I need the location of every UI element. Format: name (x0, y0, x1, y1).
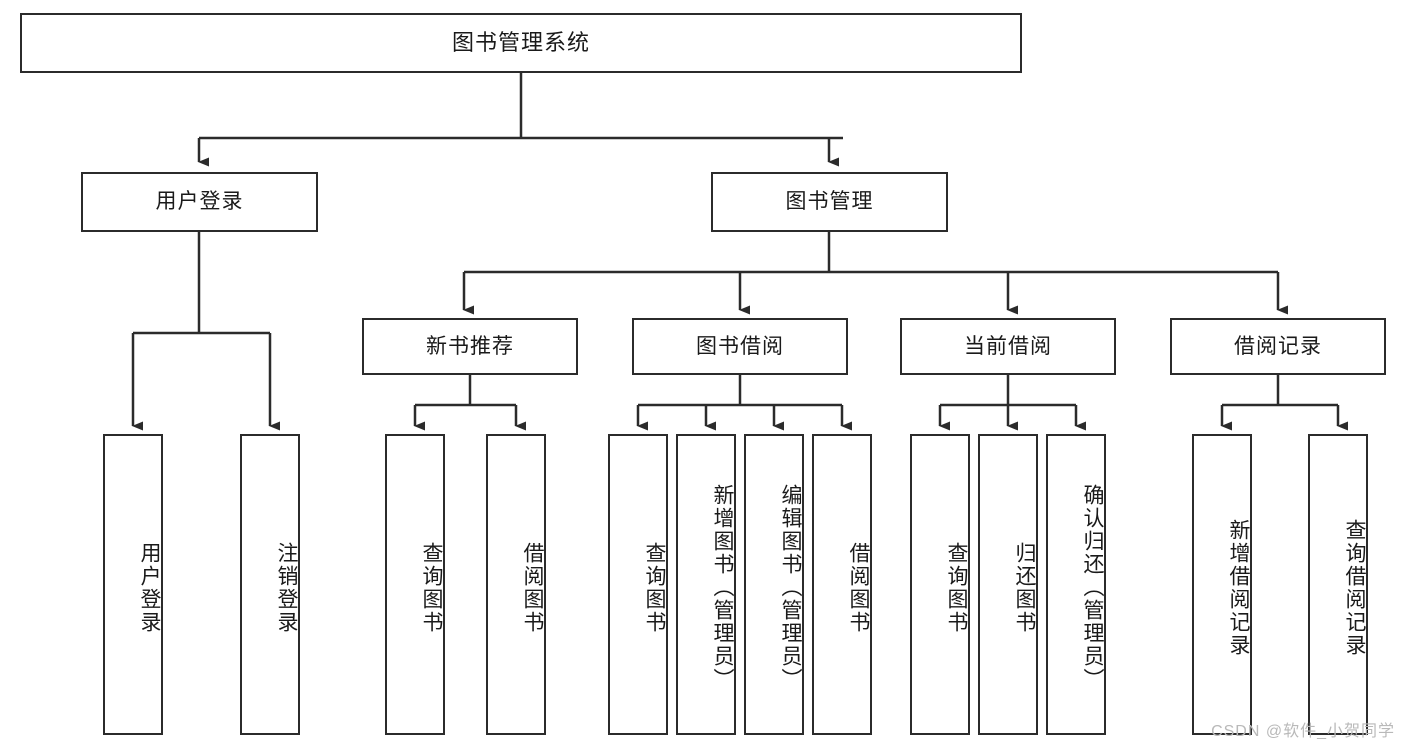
leaf-borrow-record-0[interactable]: 新增借阅记录 (1192, 434, 1252, 735)
leaf-label: 查询图书 (420, 541, 443, 634)
leaf-book-borrow-2[interactable]: 编辑图书（管理员） (744, 434, 804, 735)
leaf-label: 新增图书（管理员） (711, 484, 734, 691)
leaf-label: 借阅图书 (847, 541, 870, 634)
leaf-new-book-recommend-1[interactable]: 借阅图书 (486, 434, 546, 735)
leaf-book-borrow-0[interactable]: 查询图书 (608, 434, 668, 735)
node-book-borrow[interactable]: 图书借阅 (632, 318, 848, 375)
node-current-borrow-label: 当前借阅 (964, 334, 1052, 358)
leaf-current-borrow-0[interactable]: 查询图书 (910, 434, 970, 735)
node-new-book-recommend[interactable]: 新书推荐 (362, 318, 578, 375)
leaf-label: 确认归还（管理员） (1081, 484, 1104, 691)
leaf-label: 注销登录 (275, 541, 298, 634)
leaf-label: 编辑图书（管理员） (779, 484, 802, 691)
node-root-system[interactable]: 图书管理系统 (20, 13, 1022, 73)
node-book-manage[interactable]: 图书管理 (711, 172, 948, 232)
leaf-label: 归还图书 (1013, 541, 1036, 634)
watermark-text: CSDN @软件_小贺同学 (1211, 723, 1395, 740)
leaf-label: 查询图书 (945, 541, 968, 634)
node-book-borrow-label: 图书借阅 (696, 334, 784, 358)
leaf-label: 查询借阅记录 (1343, 518, 1366, 657)
leaf-borrow-record-1[interactable]: 查询借阅记录 (1308, 434, 1368, 735)
node-current-borrow[interactable]: 当前借阅 (900, 318, 1116, 375)
leaf-label: 用户登录 (138, 541, 161, 634)
leaf-current-borrow-1[interactable]: 归还图书 (978, 434, 1038, 735)
leaf-book-borrow-1[interactable]: 新增图书（管理员） (676, 434, 736, 735)
leaf-label: 借阅图书 (521, 541, 544, 634)
leaf-label: 新增借阅记录 (1227, 518, 1250, 657)
node-new-book-recommend-label: 新书推荐 (426, 334, 514, 358)
leaf-user-login-1[interactable]: 注销登录 (240, 434, 300, 735)
leaf-book-borrow-3[interactable]: 借阅图书 (812, 434, 872, 735)
leaf-new-book-recommend-0[interactable]: 查询图书 (385, 434, 445, 735)
node-user-login[interactable]: 用户登录 (81, 172, 318, 232)
node-borrow-record-label: 借阅记录 (1234, 334, 1322, 358)
leaf-current-borrow-2[interactable]: 确认归还（管理员） (1046, 434, 1106, 735)
node-borrow-record[interactable]: 借阅记录 (1170, 318, 1386, 375)
node-root-label: 图书管理系统 (451, 29, 590, 55)
leaf-label: 查询图书 (643, 541, 666, 634)
leaf-user-login-0[interactable]: 用户登录 (103, 434, 163, 735)
node-book-manage-label: 图书管理 (785, 190, 874, 214)
node-user-login-label: 用户登录 (155, 190, 244, 214)
